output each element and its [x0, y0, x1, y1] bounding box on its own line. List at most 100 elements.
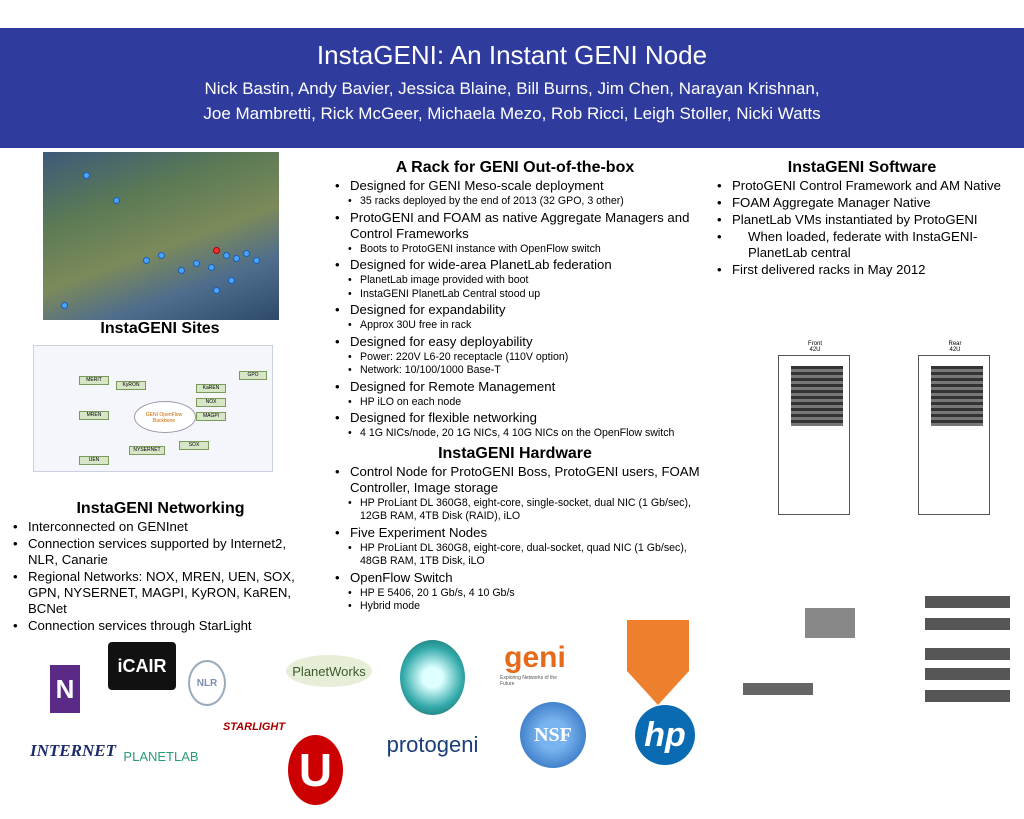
- internet2-logo: INTERNET: [30, 741, 116, 760]
- wiring-diagram: [735, 568, 1015, 738]
- site-pin: [253, 257, 260, 264]
- sub-list-item: Approx 30U free in rack: [330, 319, 700, 333]
- list-item: Control Node for ProtoGENI Boss, ProtoGE…: [330, 464, 700, 496]
- site-pin: [143, 257, 150, 264]
- sub-list-item: Power: 220V L6-20 receptacle (110V optio…: [330, 351, 700, 365]
- backbone-label: GENI OpenFlow Backbone: [145, 412, 183, 424]
- site-pin: [208, 264, 215, 271]
- sites-map: [43, 152, 279, 320]
- poster-header: InstaGENI: An Instant GENI Node Nick Bas…: [0, 28, 1024, 148]
- rack-front: [778, 355, 850, 515]
- list-item: Connection services through StarLight: [8, 618, 313, 634]
- sub-list-item: HP E 5406, 20 1 Gb/s, 4 10 Gb/s: [330, 587, 700, 601]
- list-item: PlanetLab VMs instantiated by ProtoGENI: [712, 212, 1012, 228]
- sites-caption: InstaGENI Sites: [100, 320, 220, 337]
- list-item: ProtoGENI Control Framework and AM Nativ…: [712, 178, 1012, 194]
- sub-list-item: Boots to ProtoGENI instance with OpenFlo…: [330, 243, 700, 257]
- nsf-logo: NSF: [520, 702, 586, 768]
- site-pin: [61, 302, 68, 309]
- site-pin: [213, 287, 220, 294]
- network-node: GPO: [239, 371, 267, 380]
- sub-list-item: 4 1G NICs/node, 20 1G NICs, 4 10G NICs o…: [330, 427, 700, 441]
- site-pin: [193, 260, 200, 267]
- authors-line-1: Nick Bastin, Andy Bavier, Jessica Blaine…: [204, 79, 820, 98]
- list-item: Designed for wide-area PlanetLab federat…: [330, 257, 700, 273]
- experiment-node: [925, 596, 1010, 608]
- site-pin: [213, 247, 220, 254]
- list-item: Designed for easy deployability: [330, 334, 700, 350]
- rack-rear: [918, 355, 990, 515]
- network-node: KyRON: [116, 381, 146, 390]
- icair-logo: iCAIR: [108, 642, 176, 690]
- hardware-list: Control Node for ProtoGENI Boss, ProtoGE…: [330, 464, 700, 614]
- sub-list-item: Network: 10/100/1000 Base-T: [330, 364, 700, 378]
- list-item: FOAM Aggregate Manager Native: [712, 195, 1012, 211]
- list-item: Regional Networks: NOX, MREN, UEN, SOX, …: [8, 569, 313, 617]
- princeton-shield-logo: [627, 620, 689, 705]
- list-item: First delivered racks in May 2012: [712, 262, 1012, 278]
- sub-list-item: InstaGENI PlanetLab Central stood up: [330, 288, 700, 302]
- protogeni-logo: protogeni: [386, 732, 479, 757]
- site-pin: [243, 250, 250, 257]
- site-pin: [158, 252, 165, 259]
- site-pin: [113, 197, 120, 204]
- networking-list: Interconnected on GENInet Connection ser…: [8, 519, 313, 634]
- network-node: NYSERNET: [129, 446, 165, 455]
- list-item: Designed for Remote Management: [330, 379, 700, 395]
- rack-equipment: [791, 366, 843, 426]
- experiment-node: [925, 618, 1010, 630]
- nlr-logo: NLR: [188, 660, 226, 706]
- control-node: [743, 683, 813, 695]
- experiment-node: [925, 690, 1010, 702]
- authors-line-2: Joe Mambretti, Rick McGeer, Michaela Mez…: [203, 104, 821, 123]
- hardware-title: InstaGENI Hardware: [438, 444, 592, 462]
- experiment-node: [925, 648, 1010, 660]
- list-item: Designed for flexible networking: [330, 410, 700, 426]
- site-pin: [233, 255, 240, 262]
- openflow-switch: [805, 608, 855, 638]
- networking-section: InstaGENI Networking Interconnected on G…: [8, 500, 313, 635]
- network-node: NOX: [196, 398, 226, 407]
- network-node: KaREN: [196, 384, 226, 393]
- sub-list-item: 35 racks deployed by the end of 2013 (32…: [330, 195, 700, 209]
- network-node: MREN: [79, 411, 109, 420]
- network-node: UEN: [79, 456, 109, 465]
- hp-logo: hp: [635, 705, 695, 765]
- sub-list-item: HP ProLiant DL 360G8, eight-core, dual-s…: [330, 542, 700, 569]
- sub-list-item: Hybrid mode: [330, 600, 700, 614]
- network-node: SOX: [179, 441, 209, 450]
- sub-list-item: HP iLO on each node: [330, 396, 700, 410]
- rack-list: Designed for GENI Meso-scale deployment …: [330, 178, 700, 441]
- list-item: Connection services supported by Interne…: [8, 536, 313, 568]
- software-section: InstaGENI Software ProtoGENI Control Fra…: [712, 159, 1012, 279]
- list-item: Designed for GENI Meso-scale deployment: [330, 178, 700, 194]
- site-pin: [228, 277, 235, 284]
- list-item: Designed for expandability: [330, 302, 700, 318]
- list-item: Five Experiment Nodes: [330, 525, 700, 541]
- rack-section: A Rack for GENI Out-of-the-box Designed …: [330, 159, 700, 614]
- rack-equipment: [931, 366, 983, 426]
- list-item: ProtoGENI and FOAM as native Aggregate M…: [330, 210, 700, 242]
- poster-title: InstaGENI: An Instant GENI Node: [316, 40, 708, 70]
- sub-list-item: When loaded, federate with InstaGENI-Pla…: [712, 229, 1012, 261]
- network-node: MAGPI: [196, 412, 226, 421]
- network-diagram: GENI OpenFlow Backbone MERIT MREN KyRON …: [33, 345, 273, 472]
- swirl-logo: [400, 640, 465, 715]
- list-item: OpenFlow Switch: [330, 570, 700, 586]
- utah-logo: U: [288, 735, 343, 805]
- planetlab-logo: PLANETLAB: [123, 748, 199, 764]
- site-pin: [223, 252, 230, 259]
- northwestern-logo: N: [50, 665, 80, 713]
- sub-list-item: HP ProLiant DL 360G8, eight-core, single…: [330, 497, 700, 524]
- site-pin: [83, 172, 90, 179]
- sub-list-item: PlanetLab image provided with boot: [330, 274, 700, 288]
- rack-title: A Rack for GENI Out-of-the-box: [395, 159, 635, 176]
- networking-title: InstaGENI Networking: [76, 500, 245, 517]
- site-pin: [178, 267, 185, 274]
- software-list: ProtoGENI Control Framework and AM Nativ…: [712, 178, 1012, 278]
- list-item: Interconnected on GENInet: [8, 519, 313, 535]
- network-node: MERIT: [79, 376, 109, 385]
